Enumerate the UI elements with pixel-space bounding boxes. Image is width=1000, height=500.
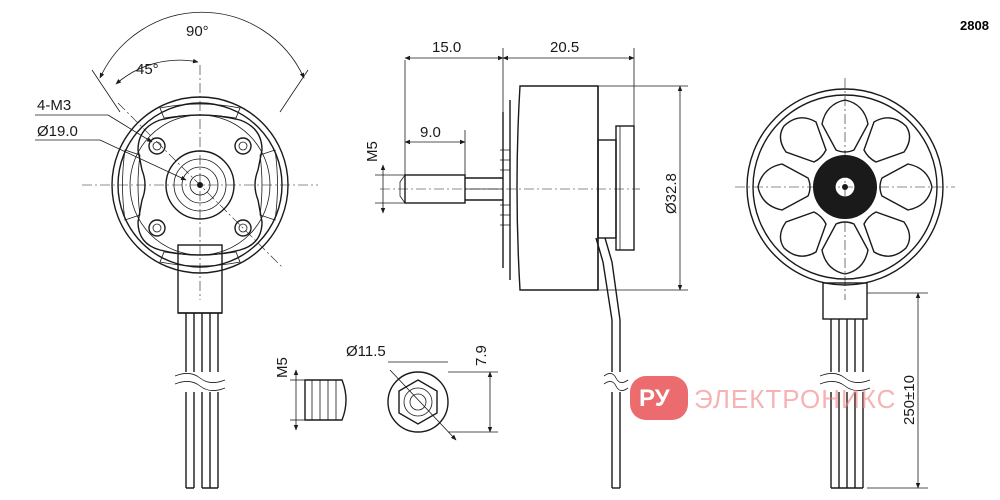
shaft-length-label: 9.0 — [420, 124, 441, 141]
watermark: РУ ЭЛЕКТРОНИКС — [630, 376, 896, 420]
nut-height-label: 7.9 — [473, 345, 490, 366]
nut-side-view: M5 — [274, 357, 347, 431]
watermark-logo: РУ — [639, 385, 671, 412]
base-view-dimensions: 90° 45° 4-M3 Ø19.0 — [35, 11, 309, 181]
mount-holes-label: 4-M3 — [37, 97, 71, 114]
body-diameter-label: Ø32.8 — [663, 173, 680, 214]
nut-thread-label: M5 — [274, 357, 291, 378]
length-front-label: 15.0 — [432, 39, 461, 56]
watermark-logo-badge — [630, 376, 688, 420]
rotor-top-view — [735, 78, 955, 489]
base-view — [82, 65, 318, 489]
thread-left-label: M5 — [364, 141, 381, 162]
nut-top-view: Ø11.5 7.9 — [346, 343, 498, 441]
lead-length-label: 250±10 — [901, 375, 918, 425]
side-view-dimensions: 15.0 20.5 9.0 M5 Ø32.8 — [364, 39, 688, 291]
lead-length-dimension: 250±10 — [867, 292, 928, 489]
side-view — [380, 85, 640, 489]
angle-45-label: 45° — [136, 61, 159, 78]
angle-90-label: 90° — [186, 23, 209, 40]
nut-diameter-label: Ø11.5 — [346, 343, 386, 360]
watermark-text: ЭЛЕКТРОНИКС — [694, 384, 896, 414]
length-body-label: 20.5 — [550, 39, 579, 56]
mount-circle-label: Ø19.0 — [37, 123, 78, 140]
model-number: 2808 — [960, 18, 989, 33]
